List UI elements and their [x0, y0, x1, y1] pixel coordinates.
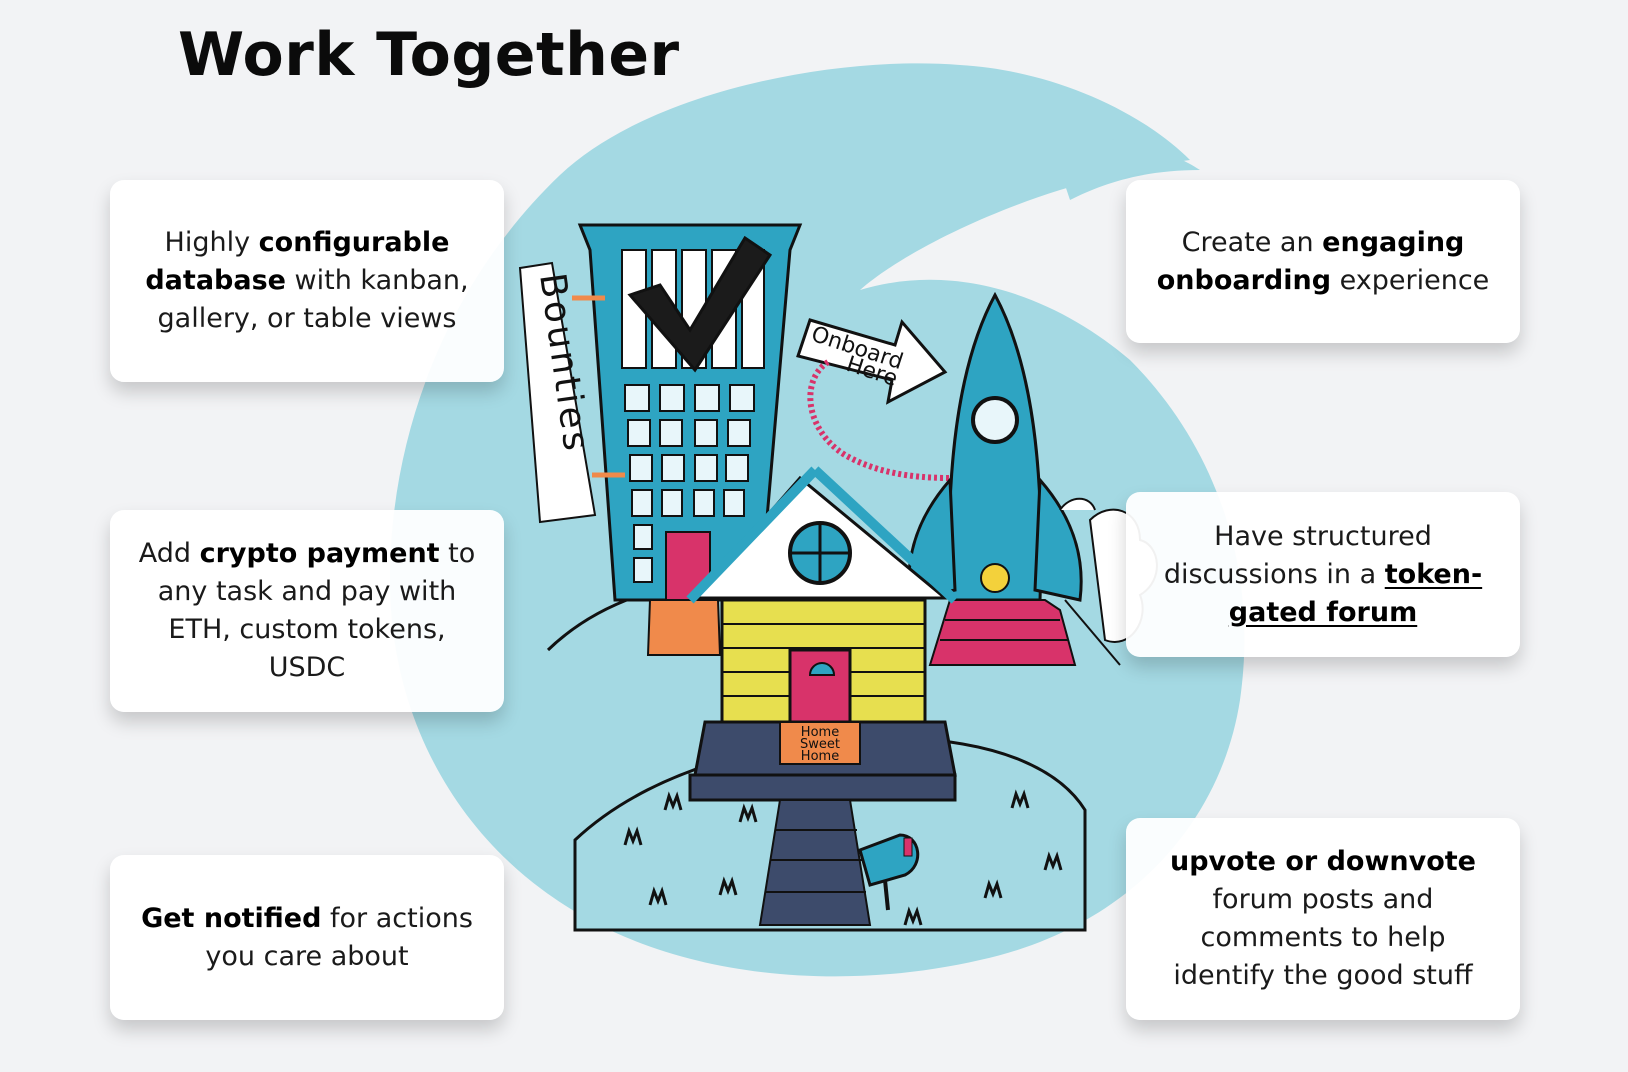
mailbox	[858, 833, 920, 911]
feature-highlight: configurable database	[145, 227, 450, 296]
house: Home Sweet Home	[686, 466, 959, 926]
feature-highlight: crypto payment	[199, 538, 440, 569]
feature-highlight: engaging onboarding	[1156, 226, 1465, 296]
doormat-line1: Home	[801, 725, 839, 740]
doormat-line2: Sweet	[800, 737, 840, 752]
feature-card-forum: Have structured discussions in a token-g…	[1126, 492, 1520, 657]
page-title: Work Together	[178, 20, 680, 90]
bounties-building	[577, 223, 803, 656]
feature-highlight: upvote or downvote	[1170, 846, 1476, 877]
feature-card-crypto-payment: Add crypto payment to any task and pay w…	[110, 510, 504, 712]
checkmark-icon	[627, 235, 773, 373]
doormat-line3: Home	[801, 749, 839, 764]
feature-card-database: Highly configurable database with kanban…	[110, 180, 504, 382]
feature-card-notifications: Get notified for actions you care about	[110, 855, 504, 1020]
feature-card-onboarding: Create an engaging onboarding experience	[1126, 180, 1520, 343]
feature-card-voting: upvote or downvote forum posts and comme…	[1126, 818, 1520, 1020]
token-gated-forum-link[interactable]: token-gated forum	[1228, 558, 1483, 628]
feature-highlight: Get notified	[141, 902, 322, 934]
